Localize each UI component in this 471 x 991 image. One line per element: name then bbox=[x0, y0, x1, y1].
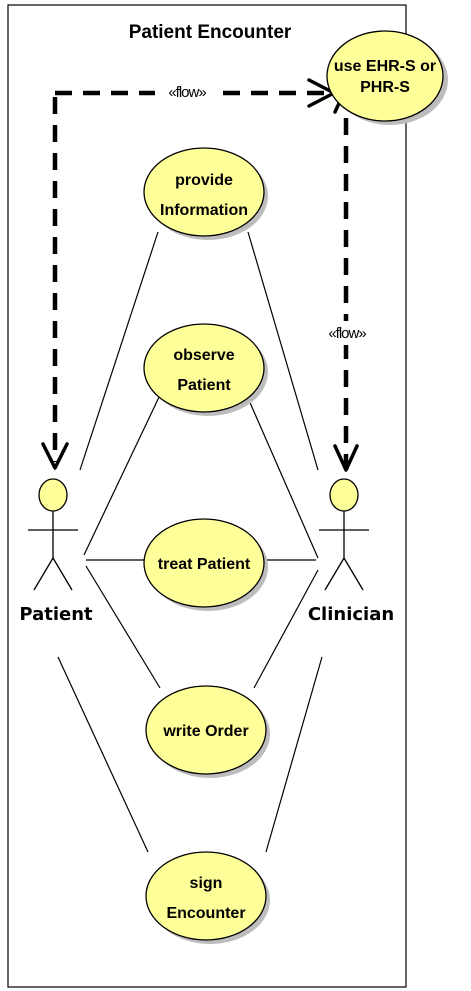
use-case-observe-patient: observe Patient bbox=[143, 323, 268, 416]
actor-clinician: Clinician bbox=[308, 478, 394, 625]
assoc-clinician-observe bbox=[247, 397, 319, 559]
assoc-patient-order bbox=[85, 565, 161, 689]
use-case-treat-patient: treat Patient bbox=[143, 518, 268, 611]
clinician-label: Clinician bbox=[308, 604, 394, 625]
assoc-clinician-provide bbox=[247, 231, 319, 471]
flow-top-arrowhead-down bbox=[41, 442, 69, 470]
boundary-title: Patient Encounter bbox=[129, 22, 292, 43]
assoc-clinician-sign bbox=[265, 656, 323, 853]
svg-text:use EHR-S or: use EHR-S or bbox=[334, 58, 436, 75]
assoc-patient-provide bbox=[79, 231, 159, 471]
svg-text:treat Patient: treat Patient bbox=[158, 556, 251, 573]
use-case-write-order: write Order bbox=[145, 685, 270, 778]
use-case-ehr: use EHR-S or PHR-S bbox=[326, 30, 448, 125]
patient-label: Patient bbox=[19, 604, 93, 625]
assoc-patient-observe bbox=[83, 394, 161, 556]
svg-text:Information: Information bbox=[160, 202, 248, 219]
svg-text:provide: provide bbox=[175, 172, 233, 189]
svg-text:observe: observe bbox=[173, 347, 234, 364]
flow-top-label: «flow» bbox=[168, 84, 206, 101]
associations bbox=[57, 231, 323, 853]
assoc-clinician-order bbox=[253, 569, 319, 689]
use-case-provide-information: provide Information bbox=[143, 147, 268, 240]
patient-head bbox=[38, 478, 68, 512]
actor-patient: Patient bbox=[19, 478, 93, 625]
svg-text:Encounter: Encounter bbox=[166, 905, 245, 922]
svg-text:write Order: write Order bbox=[162, 723, 248, 740]
svg-text:sign: sign bbox=[190, 875, 223, 892]
flow-right-arrowhead-down bbox=[333, 444, 359, 472]
svg-text:PHR-S: PHR-S bbox=[360, 79, 410, 96]
flow-top: «flow» bbox=[41, 78, 336, 470]
flow-right-label: «flow» bbox=[328, 325, 366, 342]
clinician-head bbox=[329, 478, 359, 512]
use-case-sign-encounter: sign Encounter bbox=[145, 851, 270, 944]
svg-text:Patient: Patient bbox=[177, 377, 231, 394]
assoc-patient-sign bbox=[57, 656, 149, 853]
